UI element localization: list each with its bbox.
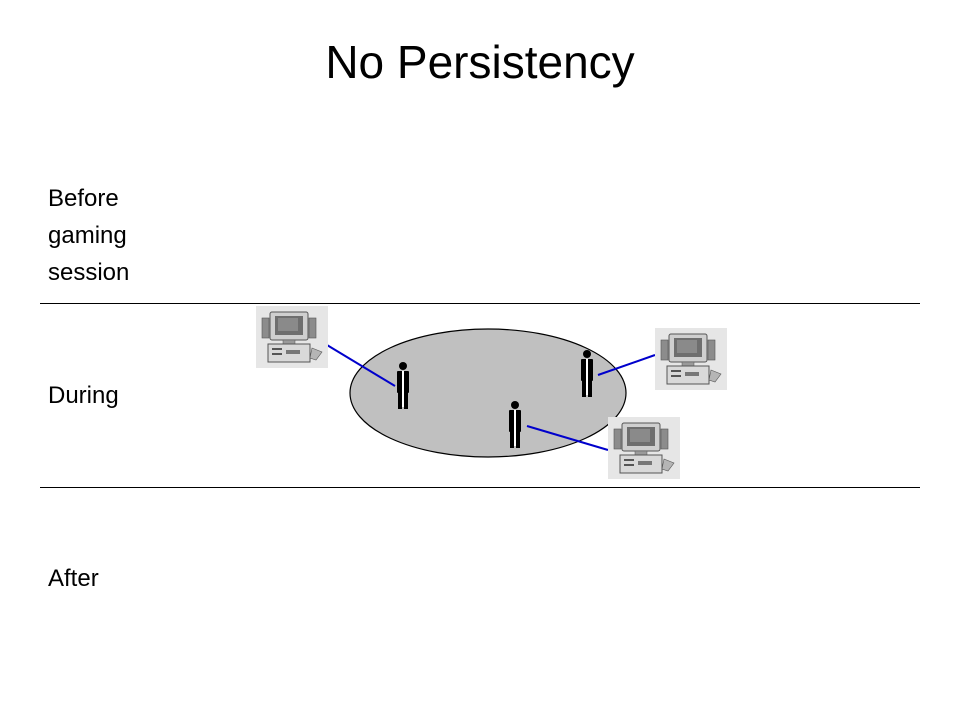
gaming-session-ellipse <box>349 328 627 458</box>
link-line <box>597 354 656 376</box>
row-label-after: After <box>48 565 99 592</box>
computer-icon <box>255 305 329 369</box>
row-separator-bottom <box>40 487 920 488</box>
row-label-before: Before gaming session <box>48 180 129 291</box>
link-line <box>321 341 396 387</box>
computer-icon <box>654 327 728 391</box>
row-label-during: During <box>48 382 119 409</box>
slide-title: No Persistency <box>325 36 635 88</box>
row-separator-top <box>40 303 920 304</box>
link-line <box>526 425 609 451</box>
before-label-text: Before gaming session <box>48 185 130 286</box>
computer-icon <box>607 416 681 480</box>
